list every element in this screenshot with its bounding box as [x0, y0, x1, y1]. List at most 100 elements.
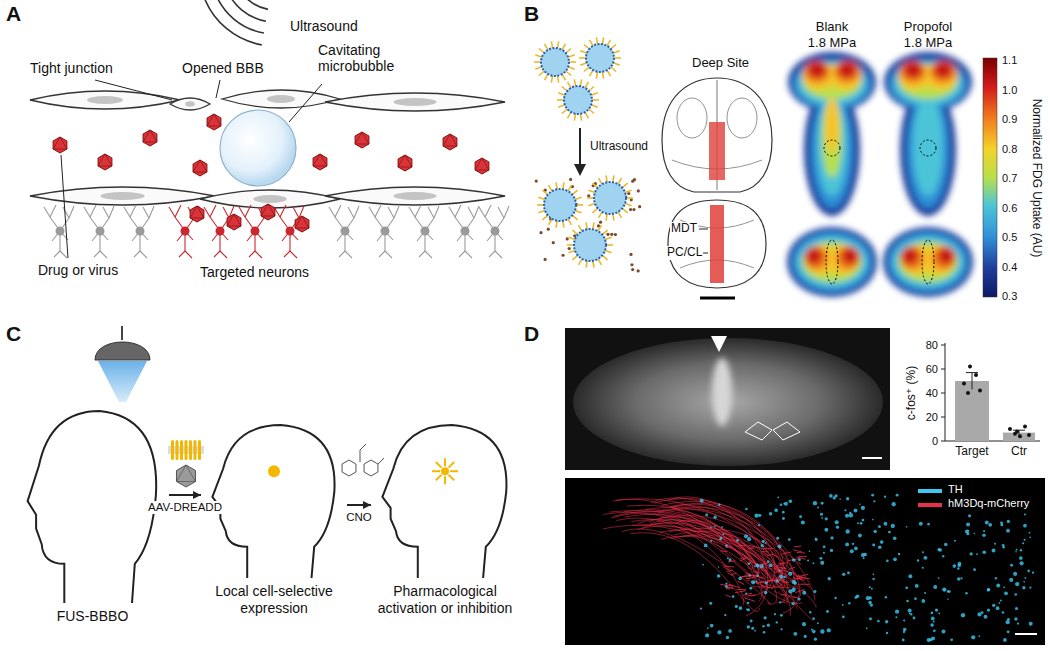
th-cell: [719, 537, 722, 540]
th-cell: [814, 638, 817, 641]
lipid-tail: [574, 79, 575, 86]
th-cell: [794, 581, 797, 584]
leader-line: [61, 155, 68, 258]
stage-label: Pharmacological activation or inhibition: [375, 583, 515, 617]
lipid-tail: [542, 190, 547, 194]
neuron-soma: [461, 227, 470, 236]
region-label: MDT: [670, 222, 698, 236]
th-cell: [788, 538, 791, 541]
th-cell: [970, 552, 973, 555]
mcherry-cell: [720, 551, 727, 552]
th-cell: [891, 524, 895, 528]
lipid-tail: [618, 212, 622, 218]
th-cell: [958, 562, 962, 566]
lipid-tail: [593, 261, 594, 268]
th-cell: [854, 596, 857, 599]
th-cell: [996, 584, 1000, 588]
mcherry-cell: [781, 594, 786, 595]
stage-label: Local cell-selective expression: [205, 583, 343, 617]
mcherry-cell: [722, 566, 734, 567]
activation-ray: [436, 475, 442, 481]
lipid-tail: [614, 57, 621, 59]
cno-molecule: [342, 444, 384, 476]
data-point: [1008, 427, 1012, 431]
lipid-tail: [579, 259, 583, 265]
th-cell: [777, 496, 779, 498]
th-cell: [704, 544, 708, 548]
th-cell: [922, 551, 924, 553]
lipid-tail: [592, 99, 599, 101]
cell-nucleus: [267, 95, 295, 103]
th-cell: [869, 586, 871, 588]
lipid-tail: [568, 219, 572, 225]
th-cell: [751, 627, 754, 630]
virus-particle: [227, 214, 241, 230]
th-cell: [804, 635, 807, 638]
th-cell: [751, 580, 755, 584]
released-drug: [637, 269, 640, 272]
lipid-tail: [539, 49, 544, 53]
th-cell: [792, 558, 795, 561]
th-cell: [1023, 524, 1027, 528]
th-cell: [710, 540, 712, 542]
released-drug: [610, 233, 613, 236]
molecule-bond: [378, 458, 384, 464]
th-cell: [764, 591, 768, 595]
lipid-tail: [625, 190, 632, 192]
th-cell: [892, 502, 896, 506]
th-cell: [801, 520, 805, 524]
head-silhouette: [28, 411, 157, 603]
lipid-tail: [545, 44, 549, 50]
uptake-level: [907, 92, 949, 208]
colorbar-tick: 1.0: [1002, 83, 1017, 96]
lipid-tail: [575, 197, 582, 199]
th-cell: [726, 636, 729, 639]
th-cell: [917, 559, 919, 561]
th-cell: [780, 628, 782, 630]
mcherry-fiber: [659, 530, 816, 607]
site-title: Deep Site: [692, 56, 749, 71]
mri-brain: [573, 338, 883, 466]
leader-line: [699, 229, 708, 230]
neuron-dendrite: [44, 207, 50, 217]
neuron-dendrite: [415, 205, 421, 217]
th-cell: [758, 514, 761, 517]
lipid-tail: [576, 204, 583, 206]
mcherry-cell: [798, 584, 810, 585]
lipid-tail: [599, 178, 603, 184]
lipid-tail: [580, 63, 587, 65]
neuron-dendrite: [280, 205, 286, 217]
th-cell: [931, 617, 935, 621]
lipid-tail: [606, 244, 613, 246]
th-cell: [902, 639, 905, 642]
th-cell: [1015, 582, 1019, 586]
uptake-level: [913, 96, 943, 196]
neuron-dendrite: [335, 205, 341, 217]
th-cell: [812, 630, 816, 634]
particle-facet: [313, 154, 327, 166]
edge-label: AAV-DREADD: [146, 501, 224, 514]
mcherry-cell: [725, 595, 731, 597]
axis-title: c-fos⁺ (%): [905, 366, 919, 420]
virus-particle: [98, 154, 112, 170]
mcherry-fiber: [661, 536, 815, 620]
particle-facet: [143, 130, 157, 142]
th-cell: [732, 595, 735, 598]
head-silhouette: [212, 425, 334, 578]
th-cell: [760, 564, 764, 568]
neuron-dendrite: [175, 205, 181, 217]
mcherry-cell: [797, 574, 808, 577]
th-cell: [1003, 638, 1007, 642]
th-cell: [1029, 536, 1031, 538]
axis-tick: [941, 417, 945, 418]
colorbar-tick: 1.1: [1002, 54, 1017, 67]
th-cell: [745, 508, 748, 511]
th-cell: [774, 509, 778, 513]
th-cell: [966, 522, 970, 526]
lipid-tail: [579, 225, 583, 231]
brain-atlas-outline: [662, 78, 772, 192]
colorbar-tick: 0.3: [1002, 290, 1017, 303]
dreadd-receptor: [185, 440, 188, 460]
th-cell: [807, 559, 809, 561]
th-cell: [873, 573, 875, 575]
